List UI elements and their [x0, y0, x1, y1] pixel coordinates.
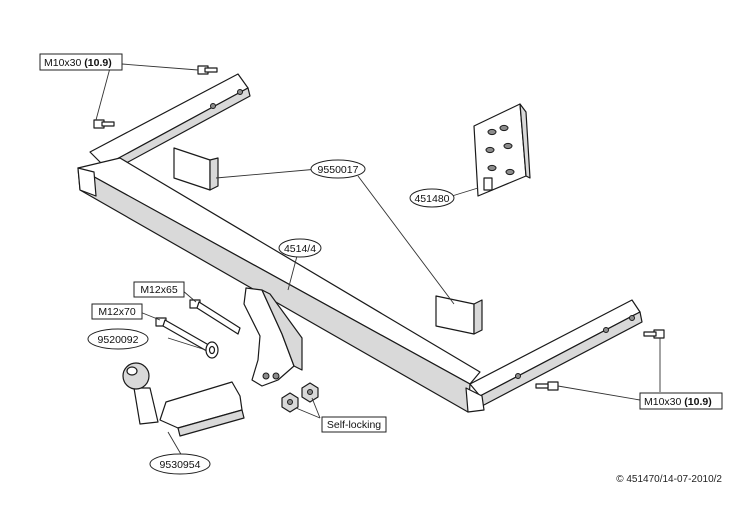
label-plate-kit: 451480: [409, 188, 455, 208]
label-crossbar-text: 4514/4: [284, 243, 316, 255]
bolt-right-2: [535, 381, 559, 391]
crossbar-frame: [77, 73, 643, 413]
label-towball: 9530954: [149, 453, 211, 475]
label-bolt-right-size: M10x30: [644, 396, 684, 408]
bolt-top-1: [197, 65, 218, 75]
bolt-right-1: [643, 329, 665, 339]
label-washer-text: 9520092: [98, 334, 139, 346]
label-bolt-right-grade: (10.9): [684, 396, 711, 408]
washer-9520092: [205, 341, 219, 359]
label-towball-text: 9530954: [160, 459, 201, 471]
leader-lines: [95, 63, 661, 457]
label-bolt-top-text: M10x30 (10.9): [44, 57, 112, 69]
label-plate-kit-text: 451480: [414, 193, 449, 205]
bolt-m12x65: [189, 299, 241, 335]
label-pad-text: 9550017: [318, 164, 359, 176]
label-self-locking: Self-locking: [321, 416, 387, 433]
self-locking-nut-2: [281, 392, 299, 413]
label-bolt-top-size: M10x30: [44, 57, 84, 69]
towball: [122, 362, 245, 437]
bolt-top-2: [93, 119, 115, 129]
label-bolt-top: M10x30 (10.9): [39, 53, 123, 71]
label-m12x70: M12x70: [91, 303, 143, 320]
self-locking-nut-1: [301, 382, 319, 403]
label-crossbar: 4514/4: [278, 238, 322, 258]
label-m12x65-text: M12x65: [140, 284, 178, 296]
label-bolt-top-grade: (10.9): [84, 57, 111, 69]
label-m12x65: M12x65: [133, 281, 185, 298]
rubber-pad-upper: [173, 147, 219, 191]
label-pad: 9550017: [310, 159, 366, 179]
mounting-plate-kit: [473, 103, 531, 197]
label-bolt-right: M10x30 (10.9): [639, 392, 723, 410]
bolt-m12x70: [155, 317, 215, 355]
drop-bracket: [243, 287, 303, 387]
rubber-pad-lower: [435, 295, 483, 335]
label-m12x70-text: M12x70: [98, 306, 136, 318]
label-bolt-right-text: M10x30 (10.9): [644, 396, 712, 408]
label-washer: 9520092: [87, 328, 149, 350]
copyright-text: © 451470/14-07-2010/2: [616, 474, 722, 485]
label-self-locking-text: Self-locking: [327, 419, 381, 431]
